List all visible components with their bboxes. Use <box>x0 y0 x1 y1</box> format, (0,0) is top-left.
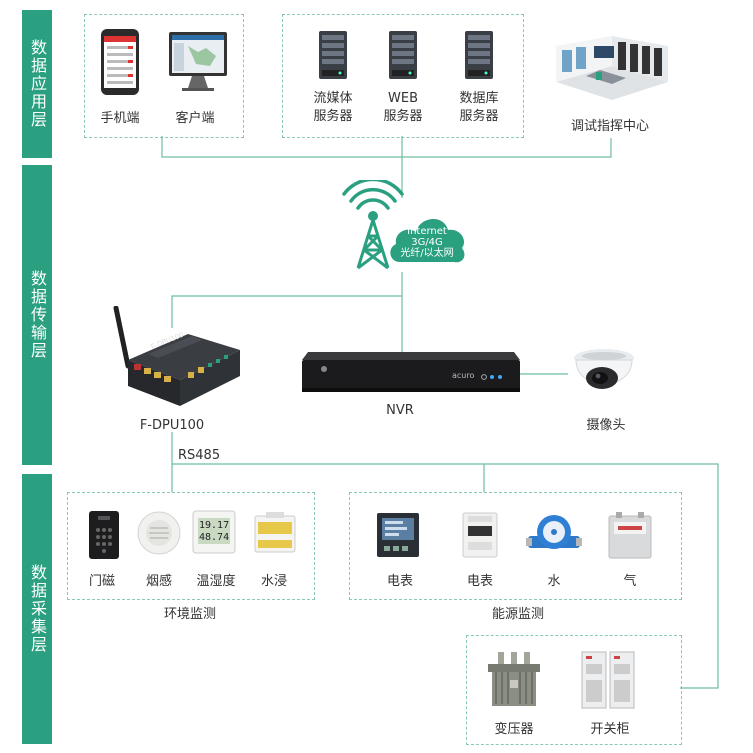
streaming-server-label: 流媒体 服务器 <box>303 90 363 126</box>
gateway-label: F-DPU100 <box>139 418 205 433</box>
gateway-device-icon <box>113 306 240 406</box>
network-label-mobile: 3G/4G <box>411 237 443 248</box>
env-item-door-label: 门磁 <box>88 574 115 589</box>
power-item-transformer-label: 变压器 <box>494 722 534 737</box>
nvr-device-icon <box>302 352 520 392</box>
cloud-icon <box>390 218 465 263</box>
web-server-icon <box>389 31 417 79</box>
network-label: Internet 3G/4G 光纤/以太网 <box>386 226 468 259</box>
layer-bar-transmission: 数据传输层 <box>22 165 52 465</box>
streaming-server-label-line2: 服务器 <box>313 109 353 124</box>
energy-item-meter1-label: 电表 <box>386 574 413 589</box>
energy-item-meter2-label: 电表 <box>466 574 493 589</box>
temperature-display: 19.17 <box>199 520 230 531</box>
water-meter-icon <box>526 515 582 549</box>
nvr-label: NVR <box>386 403 414 418</box>
mobile-label: 手机端 <box>100 111 140 126</box>
database-server-label-line2: 服务器 <box>459 109 499 124</box>
layer-label-transmission: 数据传输层 <box>28 270 47 360</box>
power-meter-icon <box>377 513 419 557</box>
server-group-box <box>282 14 524 138</box>
switchgear-cabinet-icon <box>581 651 635 709</box>
din-rail-meter-icon <box>462 512 498 558</box>
layer-bar-application: 数据应用层 <box>22 10 52 158</box>
web-server-label: WEB 服务器 <box>373 90 433 126</box>
energy-item-gas-label: 气 <box>623 574 637 589</box>
database-server-icon <box>465 31 493 79</box>
environment-title: 环境监测 <box>163 607 216 622</box>
environment-group-box <box>67 492 315 600</box>
humidity-display: 48.74 <box>199 532 230 543</box>
network-label-internet: Internet <box>407 226 447 237</box>
power-group-box <box>466 635 682 745</box>
client-label: 客户端 <box>175 111 215 126</box>
rs485-label: RS485 <box>178 448 221 463</box>
layer-label-application: 数据应用层 <box>28 39 47 129</box>
dome-camera-icon <box>574 349 634 389</box>
energy-title: 能源监测 <box>491 607 544 622</box>
database-server-label: 数据库 服务器 <box>449 90 509 126</box>
gas-meter-icon <box>608 512 652 559</box>
layer-label-collection: 数据采集层 <box>28 564 47 654</box>
water-leak-sensor-icon <box>254 512 296 553</box>
web-server-label-line1: WEB <box>388 91 418 106</box>
env-item-water-label: 水浸 <box>260 574 287 589</box>
signal-tower-icon <box>342 180 404 270</box>
temperature-humidity-sensor-icon <box>192 510 236 554</box>
power-item-switchgear-label: 开关柜 <box>590 722 630 737</box>
smoke-detector-icon <box>137 511 181 555</box>
command-center-room-icon <box>556 36 668 100</box>
layer-bar-collection: 数据采集层 <box>22 474 52 744</box>
energy-group-box <box>349 492 682 600</box>
door-sensor-icon <box>89 511 119 559</box>
streaming-server-icon <box>319 31 347 79</box>
camera-label: 摄像头 <box>586 418 626 433</box>
client-group-box <box>84 14 244 138</box>
nvr-brand-mark: acuro <box>452 371 475 380</box>
network-label-fiber: 光纤/以太网 <box>400 248 454 259</box>
desktop-client-icon <box>169 32 227 91</box>
transformer-icon <box>488 652 540 706</box>
web-server-label-line2: 服务器 <box>383 109 423 124</box>
database-server-label-line1: 数据库 <box>459 91 499 106</box>
env-item-temp-label: 温湿度 <box>196 574 236 589</box>
env-item-smoke-label: 烟感 <box>145 574 172 589</box>
streaming-server-label-line1: 流媒体 <box>313 91 353 106</box>
energy-item-water-label: 水 <box>547 574 561 589</box>
mobile-phone-icon <box>101 29 139 95</box>
command-center-label: 调试指挥中心 <box>570 119 649 134</box>
